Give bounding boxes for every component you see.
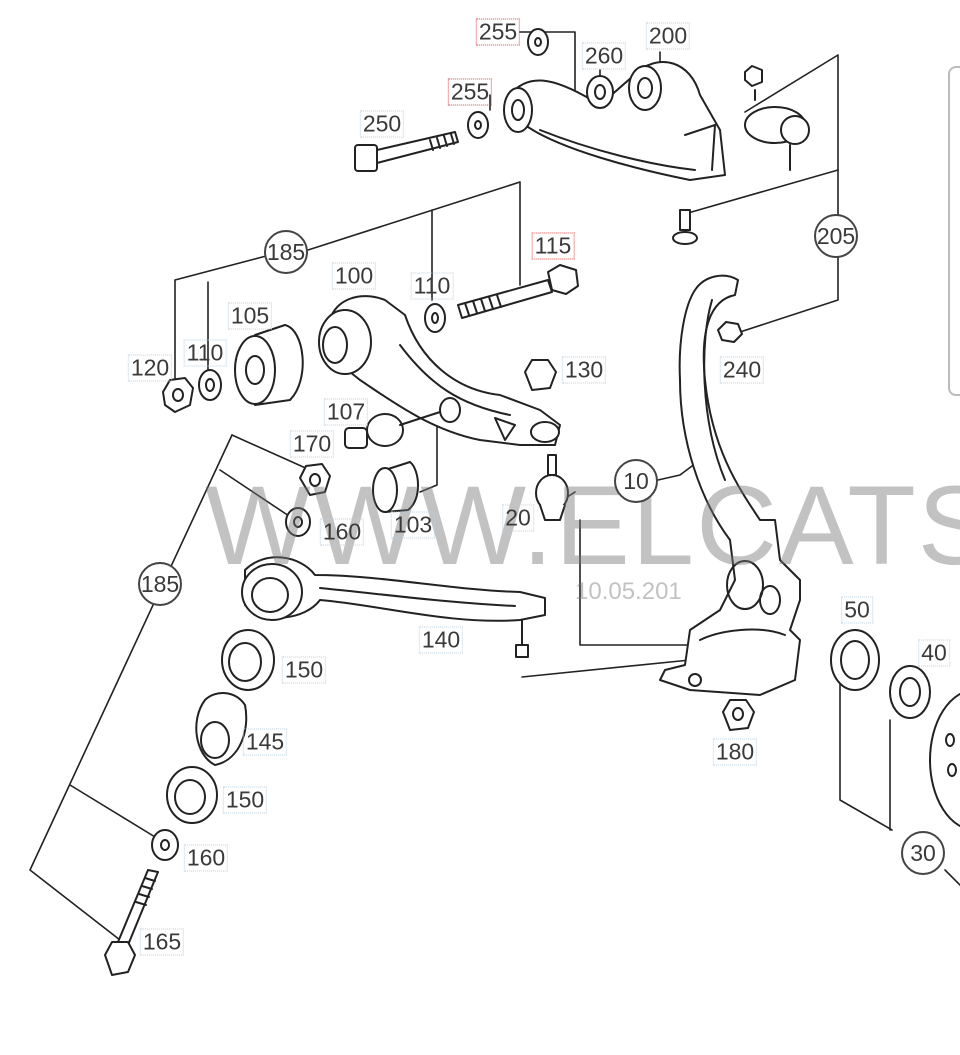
label-10[interactable]: 10 [614, 459, 658, 503]
label-40[interactable]: 40 [918, 639, 950, 667]
label-20[interactable]: 20 [502, 504, 534, 532]
nut-180 [722, 699, 755, 731]
bushing-260 [586, 75, 614, 109]
label-103[interactable]: 103 [390, 511, 436, 539]
label-240[interactable]: 240 [719, 356, 765, 384]
seal-50 [830, 629, 880, 691]
label-110-lower[interactable]: 110 [183, 339, 227, 367]
upper-ball-joint [744, 65, 810, 171]
label-105[interactable]: 105 [227, 302, 273, 330]
label-200[interactable]: 200 [645, 22, 691, 50]
bushing-103 [372, 461, 419, 513]
label-145[interactable]: 145 [242, 728, 288, 756]
bolt-250 [354, 131, 459, 172]
ball-joint-107 [344, 397, 461, 449]
nut-130 [524, 359, 557, 391]
label-170[interactable]: 170 [289, 430, 335, 458]
wheel-hub [929, 692, 960, 828]
label-205[interactable]: 205 [814, 214, 858, 258]
label-150-upper[interactable]: 150 [281, 656, 327, 684]
label-180[interactable]: 180 [712, 738, 758, 766]
date-stamp: 10.05.201 [575, 578, 682, 605]
pinch-bolt [672, 209, 698, 245]
label-130[interactable]: 130 [561, 356, 607, 384]
label-110-upper[interactable]: 110 [410, 272, 454, 300]
washer-160-lower [151, 829, 179, 861]
label-115[interactable]: 115 [531, 232, 575, 260]
label-185-upper[interactable]: 185 [264, 230, 308, 274]
label-107[interactable]: 107 [323, 398, 369, 426]
bushing-150-upper [221, 629, 275, 691]
side-panel [948, 66, 960, 396]
nut-240 [717, 321, 743, 343]
bushing-150-lower [166, 766, 218, 824]
mount-145 [195, 692, 248, 766]
label-185-lower[interactable]: 185 [138, 562, 182, 606]
ball-joint-20 [535, 454, 569, 521]
label-50[interactable]: 50 [841, 596, 873, 624]
watermark: WWW.ELCATS.R [205, 463, 960, 588]
washer-110-upper [424, 303, 446, 333]
nut-120 [162, 377, 194, 413]
label-160-lower[interactable]: 160 [183, 844, 229, 872]
label-160-upper[interactable]: 160 [319, 518, 365, 546]
label-255-lower[interactable]: 255 [447, 78, 493, 106]
label-120[interactable]: 120 [127, 354, 173, 382]
label-250[interactable]: 250 [359, 110, 405, 138]
bolt-115 [457, 264, 579, 319]
label-255-top[interactable]: 255 [475, 18, 521, 46]
washer-160-upper [285, 507, 311, 537]
bushing-105 [234, 324, 304, 406]
bearing-40 [889, 665, 931, 719]
nut-170 [299, 463, 331, 496]
label-150-lower[interactable]: 150 [222, 786, 268, 814]
tension-strut-140 [241, 556, 546, 658]
label-30[interactable]: 30 [901, 831, 945, 875]
washer-110-lower [198, 369, 222, 401]
label-100[interactable]: 100 [331, 262, 377, 290]
washer-255-top [527, 28, 549, 56]
label-260[interactable]: 260 [581, 42, 627, 70]
label-140[interactable]: 140 [418, 626, 464, 654]
washer-255-lower [467, 111, 489, 139]
lower-control-arm [318, 295, 561, 446]
upper-control-arm [503, 61, 726, 181]
bolt-165 [104, 869, 159, 976]
label-165[interactable]: 165 [139, 928, 185, 956]
steering-knuckle [659, 274, 801, 696]
